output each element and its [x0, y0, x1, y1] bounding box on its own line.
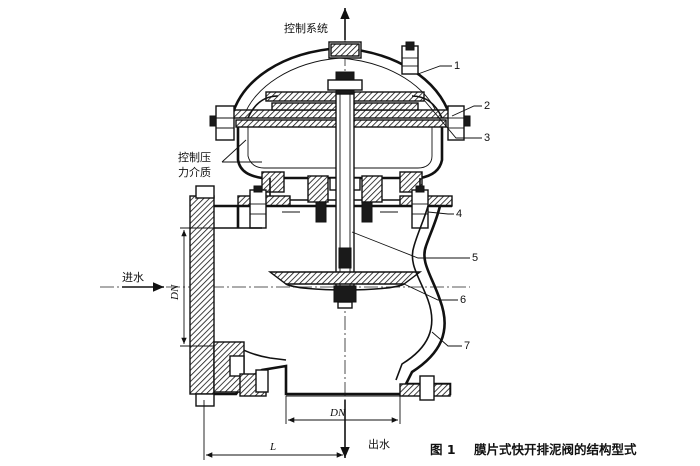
label-control-system: 控制系统 — [284, 21, 328, 35]
valve-disc — [267, 271, 423, 309]
label-control-medium-line2: 力介质 — [178, 166, 211, 179]
caption-title: 膜片式快开排泥阀的结构型式 — [474, 442, 637, 457]
dim-length: L — [269, 441, 276, 453]
label-control-medium-line1: 控制压 — [178, 150, 211, 164]
label-inlet: 进水 — [122, 271, 144, 284]
callout-4: 4 — [456, 208, 462, 220]
valve-body — [189, 185, 452, 407]
callout-1: 1 — [454, 60, 460, 72]
dim-dn-vertical: DN — [169, 284, 181, 301]
callout-2: 2 — [484, 100, 490, 112]
callout-6: 6 — [460, 294, 466, 306]
callout-5: 5 — [472, 252, 478, 264]
callout-3: 3 — [484, 132, 490, 144]
callout-leaders — [351, 65, 482, 347]
callout-7: 7 — [464, 340, 470, 352]
dimension-lines — [122, 227, 401, 460]
dim-dn-horizontal: DN — [329, 407, 346, 419]
valve-stem — [335, 93, 355, 287]
control-medium-pipe — [221, 139, 262, 163]
caption-figure-number: 图 1 — [430, 442, 456, 457]
label-outlet: 出水 — [368, 437, 390, 451]
